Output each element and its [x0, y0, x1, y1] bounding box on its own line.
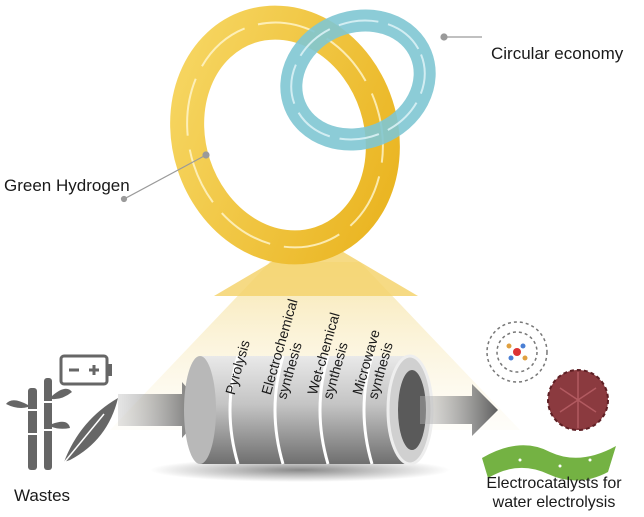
input-arrow	[118, 382, 206, 438]
graphene-molecule-icon	[486, 321, 548, 383]
bamboo-icon	[6, 378, 72, 470]
upward-arrow	[214, 236, 418, 296]
leader-circular	[440, 33, 482, 41]
wastes-label: Wastes	[14, 486, 71, 505]
circular-economy-label: Circular economy	[491, 44, 624, 63]
reactor-pipe	[184, 354, 434, 466]
leader-hydrogen	[120, 151, 210, 203]
nanoflower-icon	[547, 369, 609, 431]
green-sheet-icon	[482, 445, 616, 481]
green-hydrogen-ring	[170, 5, 400, 265]
output-arrow	[420, 384, 498, 436]
electrocatalysts-label-line1: Electrocatalysts for	[486, 475, 622, 492]
feather-icon	[57, 398, 118, 471]
electrocatalysts-label-line2: water electrolysis	[492, 494, 616, 511]
battery-icon	[59, 354, 112, 386]
electrocatalysts-label: Electrocatalysts for water electrolysis	[466, 474, 642, 512]
green-hydrogen-label: Green Hydrogen	[4, 176, 130, 195]
circular-economy-ring	[280, 9, 436, 151]
